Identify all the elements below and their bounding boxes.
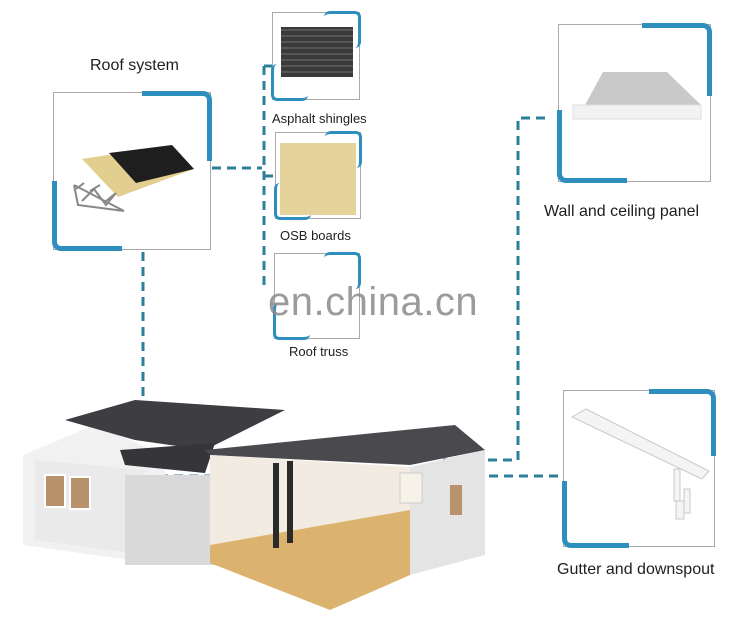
watermark-text: en.china.cn	[268, 280, 479, 324]
roof-system-label: Roof system	[90, 57, 179, 74]
gutter-downspout-card	[562, 389, 716, 548]
roof-assembly-image	[73, 145, 194, 212]
roof-truss-card	[273, 252, 361, 340]
wall-ceiling-panel-label: Wall and ceiling panel	[544, 203, 700, 220]
frame-corner-accent	[642, 23, 712, 96]
frame-corner-accent	[649, 389, 716, 456]
asphalt-shingles-card	[271, 11, 361, 101]
gutter-downspout-label: Gutter and downspout	[557, 561, 715, 578]
frame-corner-accent	[274, 183, 311, 220]
frame-corner-accent	[324, 252, 361, 289]
frame-corner-accent	[325, 131, 362, 168]
osb-boards-label: OSB boards	[280, 228, 351, 243]
roof-truss-label: Roof truss	[289, 344, 349, 359]
asphalt-shingles-label: Asphalt shingles	[272, 111, 367, 126]
gutter-image	[570, 408, 710, 520]
frame-corner-accent	[562, 481, 629, 548]
prefab-house-cutaway-image	[23, 400, 485, 610]
osb-boards-card	[274, 131, 362, 220]
sandwich-panel-image	[572, 72, 702, 120]
wall-ceiling-panel-card	[557, 23, 712, 183]
frame-corner-accent	[557, 110, 627, 183]
asphalt-shingles-image	[281, 27, 353, 77]
frame-corner-accent	[271, 64, 308, 101]
osb-board-image	[280, 143, 356, 215]
frame-corner-accent	[52, 181, 122, 251]
frame-corner-accent	[142, 91, 212, 161]
frame-corner-accent	[273, 303, 310, 340]
roof-system-card	[52, 91, 212, 251]
frame-corner-accent	[324, 11, 361, 48]
